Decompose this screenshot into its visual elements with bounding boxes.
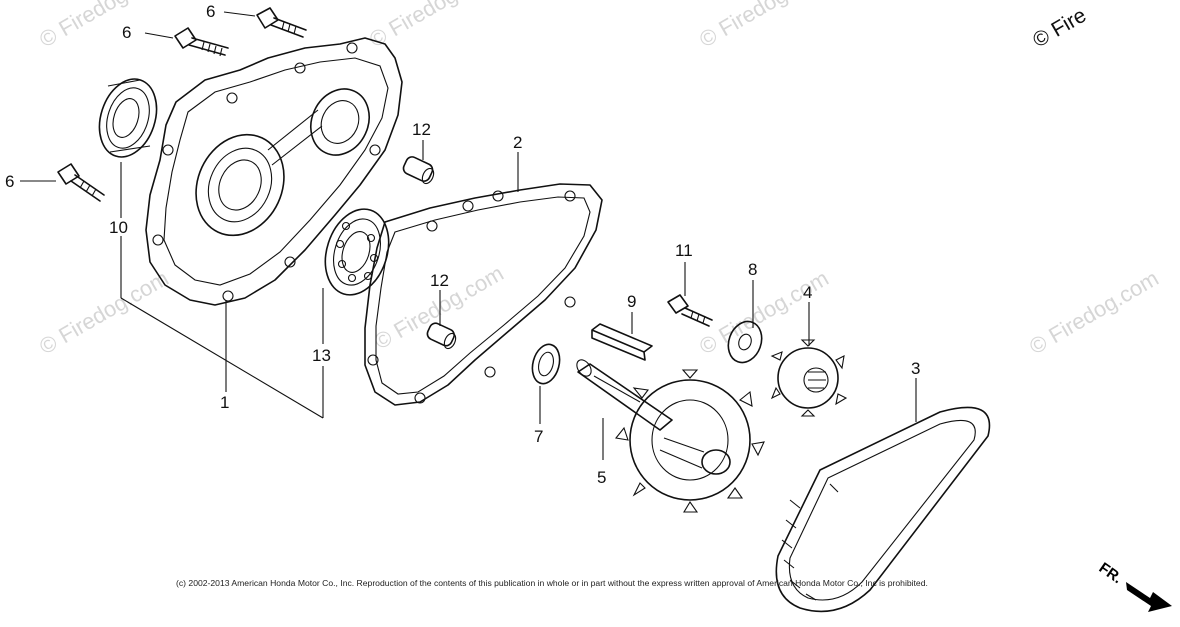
callout-1: 1 — [220, 393, 229, 412]
callout-12-upper: 12 — [412, 120, 431, 139]
part-8-washer — [727, 320, 763, 364]
watermark-4: © Firedog.com — [35, 265, 173, 359]
callout-labels: 6 6 6 10 1 13 12 12 2 9 11 8 4 7 5 3 — [5, 2, 920, 487]
callout-6-upper-left: 6 — [122, 23, 131, 42]
part-6-bolt-upper-right — [256, 7, 307, 38]
watermark-corner: © Fire — [1029, 4, 1090, 53]
part-6-bolt-upper-left — [174, 27, 229, 57]
callout-3: 3 — [911, 359, 920, 378]
part-1-case-cover — [145, 37, 403, 306]
watermark-1: © Firedog.com — [35, 0, 173, 52]
part-7-washer — [531, 343, 561, 385]
part-11-bolt — [667, 294, 713, 327]
part-5-shaft-sprocket — [576, 359, 765, 513]
part-3-chain — [775, 406, 991, 613]
part-9-key — [591, 323, 653, 361]
part-12-dowel-pin-upper — [402, 156, 435, 185]
part-4-sprocket — [770, 339, 848, 417]
direction-label: FR. — [1096, 559, 1126, 587]
callout-6-left: 6 — [5, 172, 14, 191]
callout-6-upper-right: 6 — [206, 2, 215, 21]
watermark-6: © Firedog.com — [695, 265, 833, 359]
front-direction-indicator: FR. — [1096, 559, 1172, 612]
callout-12-lower: 12 — [430, 271, 449, 290]
callout-5: 5 — [597, 468, 606, 487]
leader-lines — [20, 11, 917, 460]
part-6-bolt-left — [57, 163, 105, 202]
callout-2: 2 — [513, 133, 522, 152]
watermark-3: © Firedog.com — [695, 0, 833, 52]
watermark-7: © Firedog.com — [1025, 265, 1163, 359]
callout-13: 13 — [312, 346, 331, 365]
callout-7: 7 — [534, 427, 543, 446]
callout-8: 8 — [748, 260, 757, 279]
copyright-notice: (c) 2002-2013 American Honda Motor Co., … — [176, 578, 928, 588]
watermarks: © Firedog.com © Firedog.com © Firedog.co… — [35, 0, 1163, 359]
callout-4: 4 — [803, 283, 812, 302]
part-12-dowel-pin-lower — [426, 322, 457, 350]
callout-9: 9 — [627, 292, 636, 311]
part-2-gasket — [364, 183, 603, 406]
callout-11: 11 — [675, 241, 693, 260]
part-10-oil-seal — [98, 78, 158, 158]
front-arrow-icon — [1126, 582, 1172, 612]
callout-10: 10 — [109, 218, 128, 237]
